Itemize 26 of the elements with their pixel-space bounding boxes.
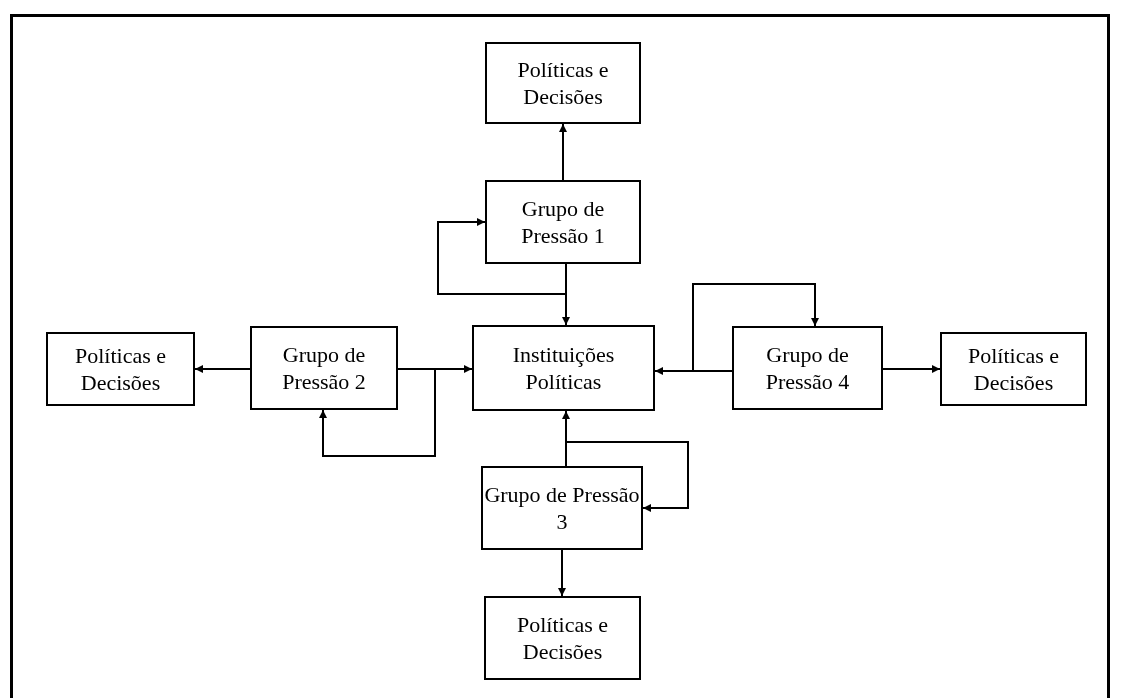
arrow <box>558 549 566 597</box>
box-label: Instituições Políticas <box>511 340 616 396</box>
box-label: Grupo de Pressão 4 <box>764 340 851 396</box>
arrow <box>882 365 941 373</box>
arrow <box>437 218 567 326</box>
text-box <box>940 332 1087 406</box>
arrow <box>565 410 689 512</box>
arrow <box>319 368 473 457</box>
text-box <box>485 42 641 124</box>
box-label: Políticas e Decisões <box>966 341 1060 397</box>
box-label: Grupo de Pressão 3 <box>483 480 641 536</box>
arrow <box>654 283 819 372</box>
box-label: Políticas e Decisões <box>515 610 609 666</box>
text-box <box>732 326 883 410</box>
box-label: Grupo de Pressão 2 <box>281 340 367 396</box>
box-label: Políticas e Decisões <box>516 55 610 111</box>
box-label: Grupo de Pressão 1 <box>520 194 606 250</box>
text-box <box>481 466 643 550</box>
text-box <box>485 180 641 264</box>
text-box <box>250 326 398 410</box>
box-label: Políticas e Decisões <box>73 341 167 397</box>
text-box <box>46 332 195 406</box>
text-box <box>472 325 655 411</box>
text-box <box>484 596 641 680</box>
arrow <box>559 123 567 181</box>
arrow <box>194 365 251 373</box>
